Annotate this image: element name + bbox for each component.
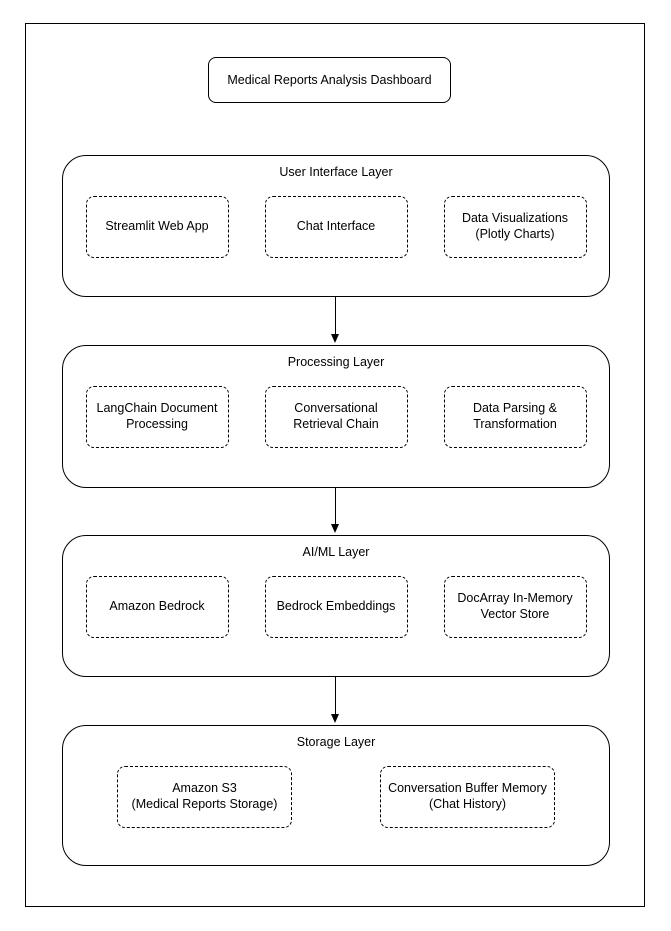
arrow-shaft (335, 488, 336, 525)
flow-arrow-aiml-to-storage (330, 677, 341, 723)
diagram-title: Medical Reports Analysis Dashboard (227, 73, 432, 87)
node-streamlit-web-app: Streamlit Web App (85, 196, 229, 258)
node-label: Amazon Bedrock (109, 599, 205, 614)
node-label: Bedrock Embeddings (276, 599, 396, 614)
node-data-visualizations: Data Visualizations (Plotly Charts) (443, 196, 587, 258)
layer-user-interface: User Interface Layer Streamlit Web App C… (62, 155, 610, 297)
component-row: Streamlit Web App Chat Interface Data Vi… (63, 196, 609, 258)
node-chat-interface: Chat Interface (264, 196, 408, 258)
node-label: Streamlit Web App (105, 219, 209, 234)
node-data-parsing-transformation: Data Parsing & Transformation (443, 386, 587, 448)
flow-arrow-ui-to-processing (330, 297, 341, 343)
arrow-head-icon (331, 524, 339, 533)
node-label: Conversation Buffer Memory (Chat History… (388, 781, 547, 811)
node-label: Chat Interface (296, 219, 376, 234)
node-conversation-buffer-memory: Conversation Buffer Memory (Chat History… (380, 766, 555, 828)
node-docarray-vector-store: DocArray In-Memory Vector Store (443, 576, 587, 638)
layer-label: AI/ML Layer (302, 545, 370, 559)
arrow-head-icon (331, 714, 339, 723)
layer-label: Storage Layer (296, 735, 376, 749)
arrow-head-icon (331, 334, 339, 343)
arrow-shaft (335, 677, 336, 715)
component-row: Amazon Bedrock Bedrock Embeddings DocArr… (63, 576, 609, 638)
layer-ai-ml: AI/ML Layer Amazon Bedrock Bedrock Embed… (62, 535, 610, 677)
node-amazon-s3: Amazon S3 (Medical Reports Storage) (117, 766, 292, 828)
node-langchain-document-processing: LangChain Document Processing (85, 386, 229, 448)
layer-label: Processing Layer (287, 355, 385, 369)
node-label: DocArray In-Memory Vector Store (457, 591, 573, 621)
node-conversational-retrieval-chain: Conversational Retrieval Chain (264, 386, 408, 448)
title-box: Medical Reports Analysis Dashboard (208, 57, 451, 103)
node-bedrock-embeddings: Bedrock Embeddings (264, 576, 408, 638)
component-row: LangChain Document Processing Conversati… (63, 386, 609, 448)
node-label: LangChain Document Processing (96, 401, 218, 431)
node-label: Data Parsing & Transformation (472, 401, 558, 431)
node-label: Conversational Retrieval Chain (293, 401, 379, 431)
layer-processing: Processing Layer LangChain Document Proc… (62, 345, 610, 488)
node-label: Amazon S3 (Medical Reports Storage) (131, 781, 278, 811)
layer-label: User Interface Layer (279, 165, 393, 179)
flow-arrow-processing-to-aiml (330, 488, 341, 533)
component-row: Amazon S3 (Medical Reports Storage) Conv… (63, 766, 609, 828)
arrow-shaft (335, 297, 336, 335)
node-label: Data Visualizations (Plotly Charts) (461, 211, 569, 241)
layer-storage: Storage Layer Amazon S3 (Medical Reports… (62, 725, 610, 866)
node-amazon-bedrock: Amazon Bedrock (85, 576, 229, 638)
